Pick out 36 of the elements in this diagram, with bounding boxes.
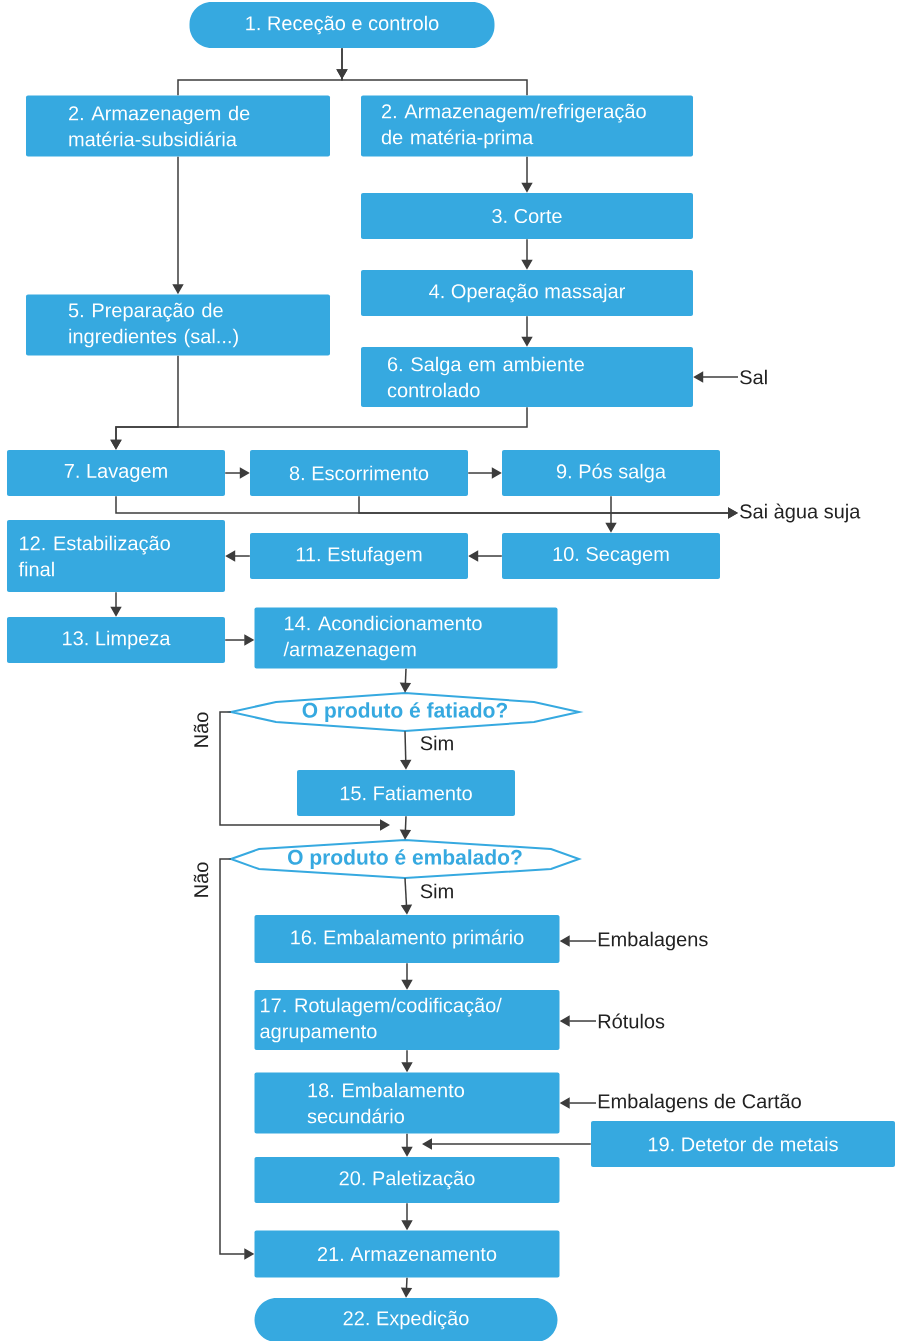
process-box: 17. Rotulagem/codificação/ agrupamento (254, 990, 560, 1050)
terminal-box: 1. Receção e controlo (189, 2, 495, 48)
process-box: 20. Paletização (254, 1157, 560, 1203)
input-text: Embalagens de Cartão (598, 1093, 801, 1113)
process-box: 8. Escorrimento (250, 450, 468, 496)
process-box: 19. Detetor de metais (591, 1121, 895, 1167)
process-box: 10. Secagem (502, 533, 720, 579)
process-box: 9. Pós salga (502, 450, 720, 496)
process-box: 4. Operação massajar (361, 270, 693, 316)
process-box: 13. Limpeza (7, 617, 225, 663)
process-box: 15. Fatiamento (297, 770, 515, 816)
edge-label: Sim (418, 882, 456, 900)
input-text: Rótulos (598, 1013, 665, 1029)
edge-label: Não (192, 710, 210, 750)
arrow (219, 711, 390, 831)
process-box: 18. Embalamento secundário (254, 1072, 560, 1134)
input-text: Sal (740, 369, 767, 385)
process-box: 6. Salga em ambiente controlado (361, 347, 693, 407)
process-box: 12. Estabilização final (7, 520, 225, 592)
process-box: 16. Embalamento primário (254, 915, 560, 963)
process-box: 2. Armazenagem de matéria-subsidiária (26, 95, 330, 157)
process-box: 21. Armazenamento (254, 1230, 560, 1278)
edge-label: Sim (418, 734, 456, 752)
arrow (358, 495, 738, 519)
terminal-box: 22. Expedição (254, 1298, 558, 1341)
input-text: Sai àgua suja (740, 503, 861, 523)
process-box: 5. Preparação de ingredientes (sal...) (26, 294, 330, 356)
edge-label: Não (192, 860, 210, 900)
process-box: 11. Estufagem (250, 533, 468, 579)
process-box: 2. Armazenagem/refrigeração de matéria-prima (361, 95, 693, 157)
arrow (422, 1138, 592, 1150)
input-text: Embalagens (598, 931, 708, 951)
process-box: 14. Acondicionamento /armazenagem (254, 607, 558, 669)
arrow (336, 47, 528, 97)
process-box: 3. Corte (361, 193, 693, 239)
process-box: 7. Lavagem (7, 450, 225, 496)
